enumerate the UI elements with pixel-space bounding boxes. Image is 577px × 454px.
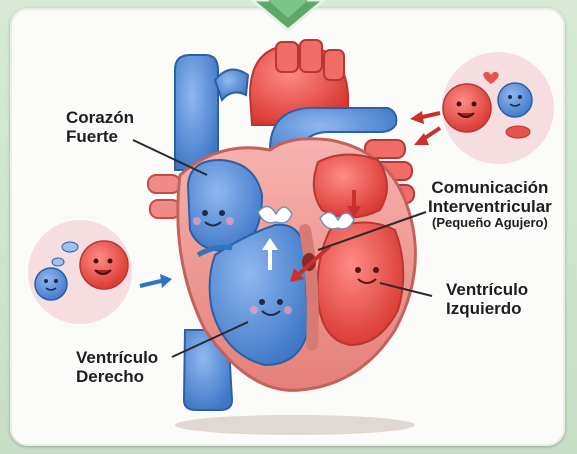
red-blood-cell-character <box>80 241 128 289</box>
chevron-down-icon <box>252 0 324 30</box>
label-strong-heart: Corazón Fuerte <box>66 108 134 146</box>
oxygenated-blood-arrows <box>410 111 440 145</box>
blood-cells-bubble-left <box>28 220 132 324</box>
label-vsd: Comunicación Interventricular (Pequeño A… <box>428 178 552 231</box>
incoming-blood-arrow <box>140 274 172 288</box>
blue-blood-cell-character <box>498 83 532 117</box>
blood-cells-bubble-right <box>442 52 554 164</box>
label-left-ventricle: Ventrículo Izquierdo <box>446 280 528 318</box>
left-side-vessels <box>148 175 180 218</box>
red-blood-cell-character <box>443 84 491 132</box>
label-right-ventricle: Ventrículo Derecho <box>76 348 158 386</box>
floor-shadow <box>175 415 415 435</box>
blue-blood-cell-character <box>35 268 67 300</box>
